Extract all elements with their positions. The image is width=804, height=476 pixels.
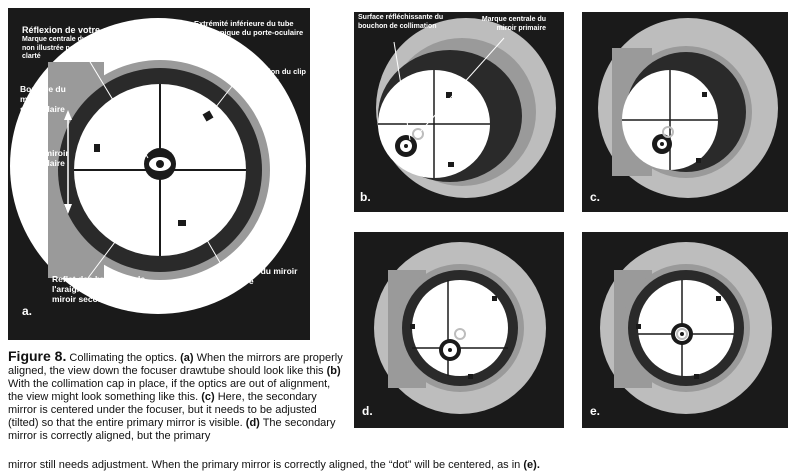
caption-d-text: The secondary mirror is correctly aligne… [8,417,336,442]
leader-spider [87,189,155,279]
clip-mark-1 [202,110,214,122]
caption-c-text: Here, the secondary mirror is centered u… [8,391,317,429]
leader-eye [77,41,149,159]
cap-dot [660,142,664,146]
cap-dot [680,332,684,336]
clip-2 [696,158,701,163]
label-collimation-cap: Surface réfléchissante du bouchon de col… [358,14,444,30]
clip-mark-2 [94,144,100,152]
panel-c-diagram [598,18,778,198]
caption-d-ref: (d) [245,417,260,429]
caption-a-ref: (a) [180,352,194,364]
panel-b: Surface réfléchissante du bouchon de col… [354,12,564,212]
label-center-mark: Marque centrale du miroir primaire [481,16,546,32]
cap-dot [448,348,452,352]
clip-2 [636,324,641,329]
clip-1 [446,92,452,98]
label-secondary-edge: Bordure du miroir secondaire [20,84,66,114]
leader-clip [211,75,241,113]
clip-1 [492,296,497,301]
caption-b-ref: (b) [326,365,341,377]
panel-a-tag: a. [22,304,33,318]
panel-c-tag: c. [590,190,601,204]
figure-caption: Figure 8. Collimating the optics. (a) Wh… [8,348,348,443]
panel-e: e. [582,232,788,428]
label-focuser-end: Extrémité inférieure du tube télescopiqu… [194,19,304,37]
clip-1 [702,92,707,97]
label-center-mark-note: Marque centrale du miroir non illustrée … [22,36,108,60]
caption-b-text: With the collimation cap in place, if th… [8,378,331,403]
leader-mark [419,37,505,133]
label-secondary-holder: Porte-miroir secondaire [20,148,69,168]
label-spider-reflection: Reflet des branches de l'araignée du sup… [52,274,151,304]
center-mark-ring [454,328,466,340]
panel-c: c. [582,12,788,212]
center-mark-ring [662,126,674,138]
figure-caption-tail: mirror still needs adjustment. When the … [8,459,798,472]
panel-e-tag: e. [590,404,601,418]
panel-d-tag: d. [362,404,373,418]
center-mark-ring [676,328,688,340]
leader-cap [393,41,411,141]
eye-pupil [156,160,164,168]
panel-d-diagram [374,242,546,414]
clip-3 [694,374,699,379]
clip-mark-3 [178,220,186,226]
caption-a-text: When the mirrors are properly aligned, t… [8,352,343,377]
panel-a: Réflexion de votre œil Marque centrale d… [8,8,310,340]
caption-c-ref: (c) [201,391,215,403]
cap-dot [404,144,408,148]
clip-2 [448,162,454,167]
caption-tail: mirror still needs adjustment. When the … [8,459,521,471]
clip-3 [468,374,473,379]
clip-1 [716,296,721,301]
panel-d: d. [354,232,564,428]
holder-arrow-up-icon [64,110,72,120]
leader-primary [199,227,223,267]
caption-intro: Collimating the optics. [69,352,178,364]
label-clip-reflection: Réflexion du clip du miroir primaire [246,67,307,93]
panel-b-tag: b. [360,190,371,204]
panel-b-diagram [376,18,556,198]
panel-e-diagram [600,242,772,414]
caption-e-ref: (e). [523,459,540,471]
clip-2 [410,324,415,329]
label-primary-reflection: Réflexion du miroir primaire [220,266,298,286]
figure-number: Figure 8. [8,348,67,364]
center-mark-ring [412,128,424,140]
label-eye-reflection: Réflexion de votre œil [22,25,117,35]
holder-arrow-down-icon [64,204,72,214]
panel-a-diagram [10,18,306,314]
leader-focuser [169,27,199,43]
